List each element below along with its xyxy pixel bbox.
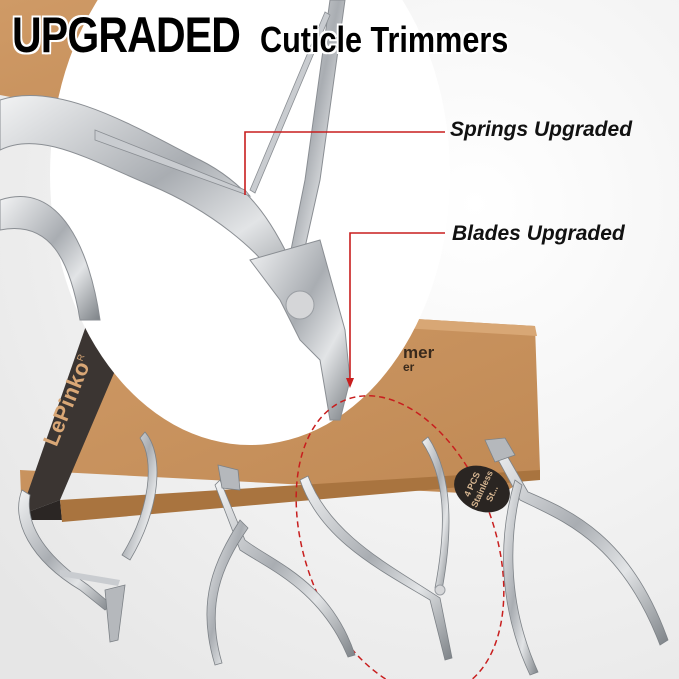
blades-callout-line bbox=[349, 232, 445, 385]
headline: UPGRADED Cuticle Trimmers bbox=[12, 6, 552, 66]
headline-rest: Cuticle Trimmers bbox=[260, 19, 509, 60]
zoomed-trimmer bbox=[0, 0, 351, 421]
trimmer-3 bbox=[299, 436, 453, 661]
box-partial-text-1: mer bbox=[403, 343, 435, 362]
springs-callout-line bbox=[244, 131, 445, 195]
trimmer-4 bbox=[484, 437, 669, 676]
callout-lines bbox=[244, 131, 445, 388]
blades-upgraded-label: Blades Upgraded bbox=[452, 222, 625, 245]
springs-upgraded-label: Springs Upgraded bbox=[450, 118, 633, 141]
headline-highlight: UPGRADED bbox=[12, 7, 241, 63]
box-partial-text-2: er bbox=[403, 360, 415, 374]
trimmer-2 bbox=[206, 464, 356, 666]
trimmer-1 bbox=[18, 431, 158, 643]
